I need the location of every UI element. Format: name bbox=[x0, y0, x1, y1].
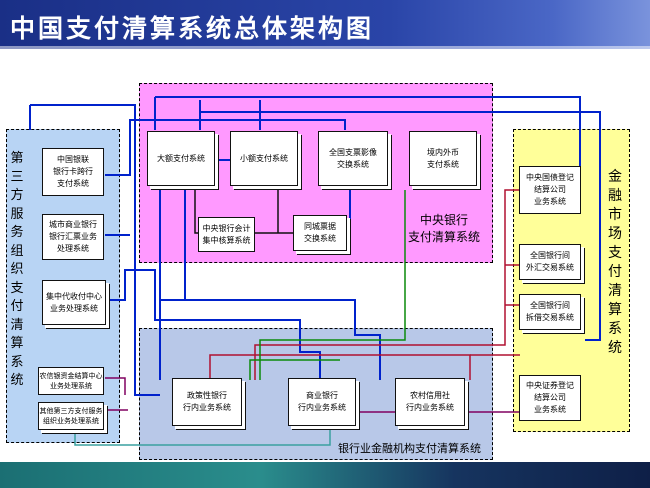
hvps-node: 大额支付系统 bbox=[147, 131, 215, 186]
cfets-lending-label: 全国银行间 拆借交易系统 bbox=[526, 301, 574, 322]
beps-label: 小额支付系统 bbox=[240, 153, 288, 163]
brand-line-1: Integrate bbox=[536, 433, 589, 444]
purple-connector bbox=[105, 377, 126, 395]
commercial-bank-node: 商业银行 行内业务系统 bbox=[288, 378, 356, 426]
agency-node: 集中代收付中心 业务处理系统 bbox=[42, 280, 106, 325]
blue-connector bbox=[200, 111, 601, 341]
cis-label: 全国支票影像 交换系统 bbox=[329, 147, 377, 169]
fx-node: 境内外币 支付系统 bbox=[409, 131, 477, 186]
blue-connector bbox=[105, 119, 346, 176]
blue-connector bbox=[160, 299, 381, 380]
rural-credit-label: 农村信用社 行内业务系统 bbox=[406, 391, 454, 412]
green-connector bbox=[249, 359, 340, 380]
accounting-label: 中央银行会计 集中核算系统 bbox=[202, 223, 251, 245]
ccdc-node: 中央国债登记 结算公司 业务系统 bbox=[519, 166, 581, 214]
other-third-node: 其他第三方支付服务 组织业务处理系统 bbox=[38, 402, 104, 430]
accounting-node: 中央银行会计 集中核算系统 bbox=[198, 217, 255, 252]
cfets-fx-node: 全国银行间 外汇交易系统 bbox=[519, 244, 581, 280]
city-bank-node: 城市商业银行 银行汇票业务 处理系统 bbox=[42, 214, 104, 260]
page-title: 中国支付清算系统总体架构图 bbox=[10, 14, 375, 43]
hvps-label: 大额支付系统 bbox=[157, 153, 205, 163]
cfets-fx-label: 全国银行间 外汇交易系统 bbox=[526, 251, 574, 272]
red-connector bbox=[254, 189, 520, 380]
other-third-label: 其他第三方支付服务 组织业务处理系统 bbox=[39, 407, 103, 425]
commercial-bank-label: 商业银行 行内业务系统 bbox=[298, 391, 346, 412]
cis-node: 全国支票影像 交换系统 bbox=[318, 131, 388, 186]
blue-connector bbox=[110, 269, 321, 380]
cfets-lending-node: 全国银行间 拆借交易系统 bbox=[519, 294, 581, 330]
third-party-region-label: 第 三 方 服 务 组 织 支 付 清 算 系 统 bbox=[10, 151, 24, 388]
red-connector bbox=[209, 354, 471, 380]
footer-strip bbox=[0, 462, 650, 488]
title-underline bbox=[0, 46, 650, 49]
central-region-label: 中央银行 支付清算系统 bbox=[407, 213, 480, 244]
beps-node: 小额支付系统 bbox=[230, 131, 298, 186]
fx-label: 境内外币 支付系统 bbox=[427, 147, 459, 169]
rural-credit-node: 农村信用社 行内业务系统 bbox=[395, 378, 465, 426]
brand-line-2: FinancialWisdom bbox=[532, 445, 628, 456]
agency-label: 集中代收付中心 业务处理系统 bbox=[46, 291, 102, 313]
unionpay-node: 中国银联 银行卡跨行 支付系统 bbox=[42, 148, 104, 196]
blue-connector bbox=[30, 104, 160, 396]
teal-connector bbox=[74, 430, 331, 446]
csdc-label: 中央证券登记 结算公司 业务系统 bbox=[526, 381, 574, 414]
local-clearing-label: 同城票据 交换系统 bbox=[304, 222, 336, 243]
banking-region-label: 银行业金融机构支付清算系统 bbox=[338, 442, 481, 455]
rural-fund-node: 农信银资金结算中心 业务处理系统 bbox=[38, 367, 104, 395]
financial-market-region-label: 金 融 市 场 支 付 清 算 系 统 bbox=[608, 169, 622, 356]
title-bar: 中国支付清算系统总体架构图 bbox=[0, 0, 650, 49]
local-clearing-node: 同城票据 交换系统 bbox=[293, 215, 347, 251]
policy-bank-node: 政策性银行 行内业务系统 bbox=[172, 378, 242, 426]
ccdc-label: 中央国债登记 结算公司 业务系统 bbox=[526, 173, 574, 206]
city-bank-label: 城市商业银行 银行汇票业务 处理系统 bbox=[49, 220, 97, 253]
csdc-node: 中央证券登记 结算公司 业务系统 bbox=[519, 375, 581, 421]
policy-bank-label: 政策性银行 行内业务系统 bbox=[183, 391, 231, 412]
rural-fund-label: 农信银资金结算中心 业务处理系统 bbox=[39, 372, 103, 390]
brand-logo-text: Integrate FinancialWisdom bbox=[532, 433, 628, 457]
blue-connector bbox=[155, 96, 581, 185]
unionpay-label: 中国银联 银行卡跨行 支付系统 bbox=[53, 155, 93, 188]
black-connector bbox=[194, 190, 198, 234]
